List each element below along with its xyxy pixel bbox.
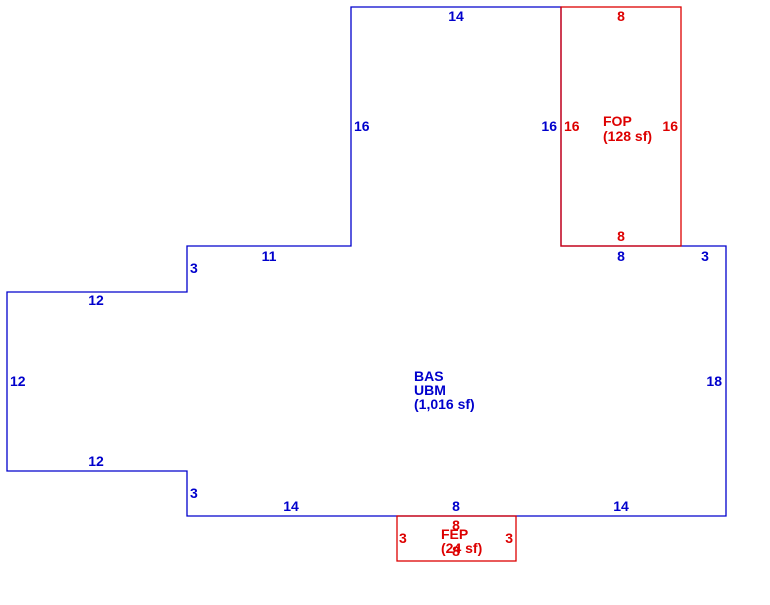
fep-dim-left: 3: [399, 530, 407, 546]
dim-top-upper: 14: [448, 8, 464, 24]
dim-step-left-top: 3: [190, 260, 198, 276]
dim-bottom-left: 14: [283, 498, 299, 514]
main-area-size: (1,016 sf): [414, 396, 475, 412]
fep-dim-top: 8: [452, 517, 460, 533]
dim-right-step: 3: [701, 248, 709, 264]
fop-code: FOP: [603, 113, 632, 129]
entry-porch-outline: [396, 515, 517, 562]
dim-bottom-middle: 8: [452, 498, 460, 514]
dim-right-upper: 16: [541, 118, 557, 134]
fop-dim-top: 8: [617, 8, 625, 24]
fop-dim-right: 16: [662, 118, 678, 134]
fop-dim-left: 16: [564, 118, 580, 134]
fep-code: FEP: [441, 526, 468, 542]
dim-notch-bottom: 8: [617, 248, 625, 264]
dim-step-top: 11: [262, 248, 277, 264]
dim-wing-bottom: 12: [88, 453, 104, 469]
dim-bottom-right: 14: [613, 498, 629, 514]
dim-wing-top: 12: [88, 292, 104, 308]
main-area-subcode: UBM: [414, 382, 446, 398]
fep-dim-bottom: 8: [452, 543, 460, 559]
fep-size: (24 sf): [441, 540, 482, 556]
fep-dim-right: 3: [505, 530, 513, 546]
fop-dim-bottom: 8: [617, 228, 625, 244]
main-area-code: BAS: [414, 368, 444, 384]
dim-step-left-bottom: 3: [190, 485, 198, 501]
dim-wing-left: 12: [10, 373, 26, 389]
dim-left-upper: 16: [354, 118, 370, 134]
dim-right: 18: [706, 373, 722, 389]
front-porch-outline: [560, 6, 682, 247]
fop-size: (128 sf): [603, 128, 652, 144]
